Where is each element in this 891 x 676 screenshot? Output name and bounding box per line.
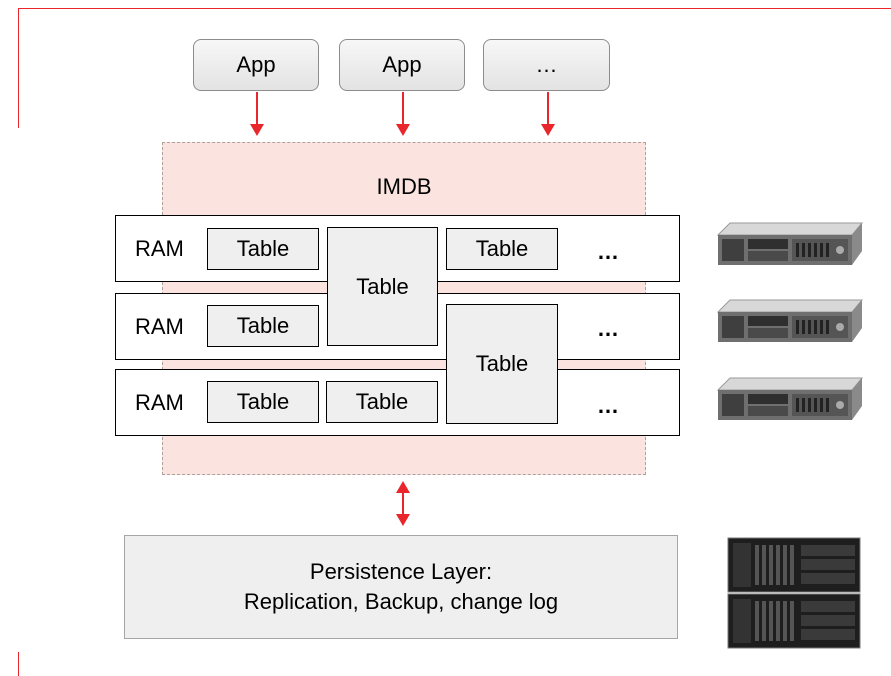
spanning-table-rows-1-2: Table <box>327 227 438 346</box>
persistence-layer: Persistence Layer: Replication, Backup, … <box>124 535 678 639</box>
rack-server-icon <box>716 299 864 342</box>
table-row1-a: Table <box>207 228 319 270</box>
persistence-description: Replication, Backup, change log <box>243 589 559 614</box>
storage-server-icon <box>727 593 861 649</box>
imdb-label: IMDB <box>376 174 432 199</box>
ram-label-1: RAM <box>135 236 184 261</box>
storage-server-icon <box>727 537 861 593</box>
app-box-1: App <box>193 39 319 91</box>
app-box-more: … <box>483 39 610 91</box>
ellipsis-row-2: … <box>597 316 620 341</box>
table-row3-a: Table <box>207 381 319 423</box>
ram-label-3: RAM <box>135 390 184 415</box>
rack-server-icon <box>716 377 864 420</box>
ellipsis-row-3: … <box>597 393 620 418</box>
persistence-title: Persistence Layer: <box>309 559 493 584</box>
table-row2-a: Table <box>207 305 319 347</box>
frame-left-border-lower <box>18 652 19 676</box>
app-box-2: App <box>339 39 465 91</box>
frame-left-border <box>18 8 19 128</box>
frame-top-border <box>18 8 891 9</box>
table-row1-b: Table <box>446 228 558 270</box>
ram-label-2: RAM <box>135 314 184 339</box>
spanning-table-rows-2-3: Table <box>446 304 558 424</box>
ellipsis-row-1: … <box>597 239 620 264</box>
rack-server-icon <box>716 222 864 265</box>
table-row3-b: Table <box>326 381 438 423</box>
